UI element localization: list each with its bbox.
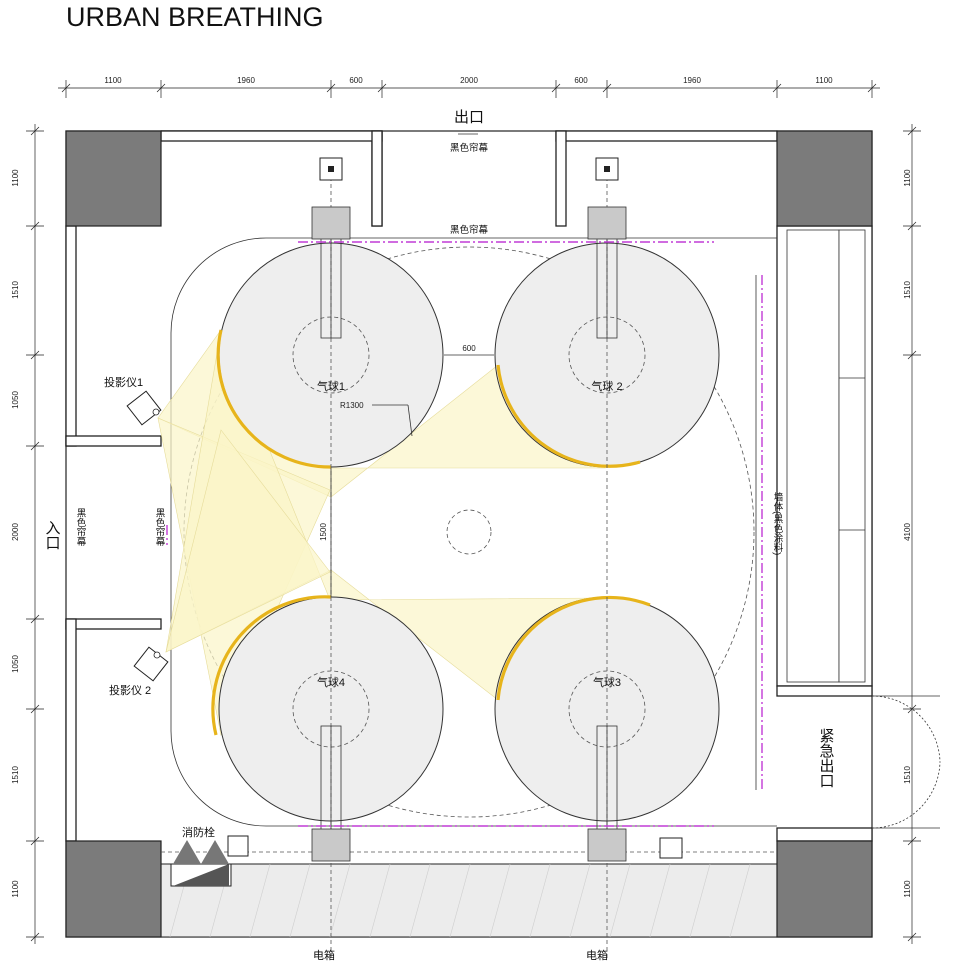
label-gap-600: 600 — [462, 344, 476, 353]
right-dimension-line: 1100 1510 4100 1510 1100 — [903, 124, 921, 944]
label-gap-1500: 1500 — [319, 523, 328, 541]
emergency-door-swing — [871, 695, 941, 829]
column-top-right — [776, 130, 873, 227]
dim-top-3: 600 — [349, 76, 363, 85]
left-dimension-line: 1100 1510 1050 2000 1050 1510 1100 — [11, 124, 44, 944]
dim-left-2: 1510 — [11, 281, 20, 299]
label-hydrant: 消防栓 — [182, 825, 215, 839]
label-radius: R1300 — [340, 401, 364, 410]
dim-right-3: 4100 — [903, 523, 912, 541]
label-curtain-exit: 黑色帘幕 — [450, 142, 489, 154]
label-exit: 出口 — [454, 109, 484, 126]
dim-right-2: 1510 — [903, 281, 912, 299]
column-bottom-right — [776, 840, 873, 938]
rigging — [227, 157, 683, 862]
column-bottom-left — [65, 840, 162, 938]
dim-top-5: 600 — [574, 76, 588, 85]
dim-left-6: 1510 — [11, 766, 20, 784]
dim-left-1: 1100 — [11, 169, 20, 187]
label-emergency-exit: 紧急出口 — [818, 728, 835, 788]
hydrant-icon — [173, 840, 229, 886]
dim-top-2: 1960 — [237, 76, 255, 85]
dim-top-1: 1100 — [104, 76, 122, 85]
curtains — [166, 133, 763, 827]
projection-beams — [157, 328, 606, 736]
plan-title: URBAN BREATHING — [66, 2, 324, 32]
dim-right-4: 1510 — [903, 766, 912, 784]
label-wall-black-paint: 墙体(黑色涂料) — [772, 491, 784, 555]
structural-columns — [65, 130, 873, 938]
label-balloon-1: 气球1 — [317, 379, 345, 393]
label-curtain-entrance-1: 黑色帘幕 — [75, 508, 87, 546]
projection-zone — [170, 237, 777, 827]
label-balloon-4: 气球4 — [317, 675, 345, 689]
label-projector-1: 投影仪1 — [104, 375, 143, 389]
column-top-left — [65, 130, 162, 227]
dim-right-1: 1100 — [903, 169, 912, 187]
radius-leader — [372, 404, 413, 437]
top-dimension-line: 1100 1960 600 2000 600 1960 1100 — [58, 76, 880, 98]
dim-right-5: 1100 — [903, 880, 912, 898]
balloon-1 — [216, 242, 444, 469]
label-curtain-top: 黑色帘幕 — [450, 224, 489, 236]
dim-left-4: 2000 — [11, 523, 20, 541]
projectors — [126, 390, 169, 682]
dim-left-5: 1050 — [11, 655, 20, 673]
dim-top-6: 1960 — [683, 76, 701, 85]
label-balloon-2: 气球 2 — [591, 379, 622, 393]
dim-left-7: 1100 — [11, 880, 20, 898]
label-balloon-3: 气球3 — [593, 675, 621, 689]
dim-top-7: 1100 — [815, 76, 833, 85]
label-electric-box-1: 电箱 — [313, 948, 335, 962]
label-curtain-entrance-2: 黑色帘幕 — [154, 508, 166, 546]
projector-1-icon — [126, 390, 162, 426]
projector-2-icon — [133, 646, 169, 682]
label-electric-box-2: 电箱 — [586, 948, 608, 962]
label-projector-2: 投影仪 2 — [109, 683, 151, 697]
dim-left-3: 1050 — [11, 391, 20, 409]
dim-top-4: 2000 — [460, 76, 478, 85]
label-entrance: 入口 — [44, 520, 61, 550]
